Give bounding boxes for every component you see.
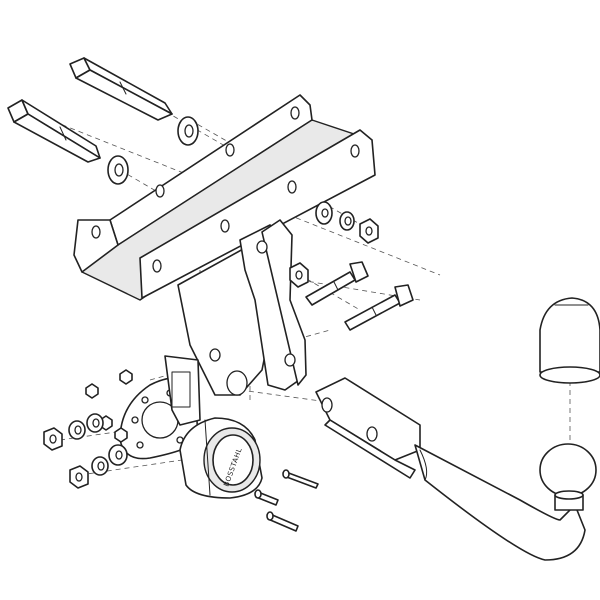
small-nut-2 [85,383,99,399]
long-bolt-lower [7,99,101,163]
bolt-lower [344,284,414,331]
tow-bar-neck [315,377,586,561]
nut-bracket [289,262,309,288]
small-nut-4 [114,427,128,443]
socket-screw-lower [266,511,299,532]
electrical-socket: BOSSTAHL [179,417,263,499]
washer-stack-lower [69,444,128,489]
small-nut-1 [119,369,133,385]
long-bolt-upper [69,57,173,121]
cross-beam [73,94,376,301]
washer-stack-upper [43,413,104,451]
socket-bracket-plate [119,355,201,460]
nut-beam-right [359,218,379,244]
tow-ball-cover [539,297,600,384]
socket-screw-upper [282,469,319,489]
bolt-middle [305,261,369,306]
socket-screw-middle [254,489,279,506]
washer-beam-right [315,201,333,225]
washer-lower [107,155,129,185]
washer-upper [177,116,199,146]
spring-washer-beam-right [339,211,355,231]
tow-ball [539,443,597,511]
side-bracket [239,219,307,391]
